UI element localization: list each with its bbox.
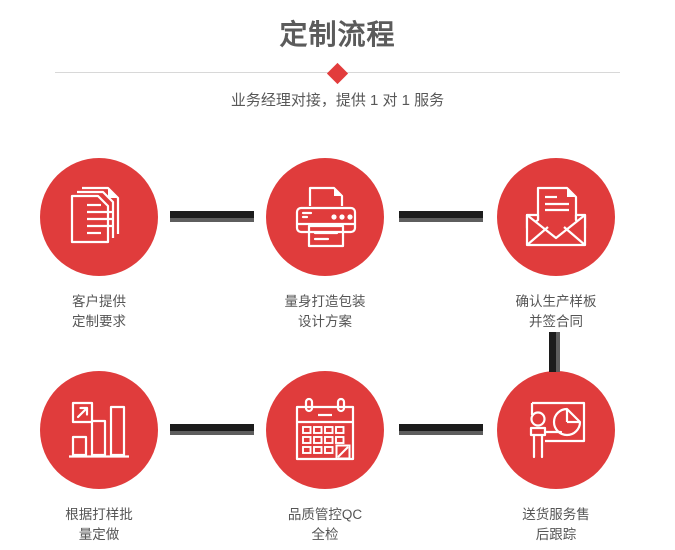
process-step-3: 确认生产样板 并签合同	[476, 158, 636, 332]
process-step-6: 送货服务售 后跟踪	[476, 371, 636, 545]
step-4-icon-circle	[40, 371, 158, 489]
page-title: 定制流程	[279, 19, 396, 50]
connector-bar-light	[399, 431, 483, 435]
step-4-label: 根据打样批 量定做	[65, 507, 133, 542]
connector-bar-light	[170, 218, 254, 222]
step-6-label: 送货服务售 后跟踪	[522, 507, 590, 542]
printer-icon	[295, 186, 357, 248]
connector-bar-dark	[170, 424, 254, 431]
connector-bar-dark	[399, 424, 483, 431]
connector-step4-step5	[170, 424, 254, 435]
step-6-icon-circle	[497, 371, 615, 489]
calendar-check-icon	[295, 397, 355, 461]
connector-step1-step2	[170, 211, 254, 222]
step-2-label: 量身打造包装 设计方案	[284, 294, 366, 329]
connector-bar-light	[556, 332, 560, 372]
connector-bar-light	[399, 218, 483, 222]
header: 定制流程 业务经理对接，提供 1 对 1 服务	[0, 0, 675, 130]
process-step-1: 客户提供 定制要求	[19, 158, 179, 332]
connector-step3-step6	[549, 332, 560, 372]
step-3-icon-circle	[497, 158, 615, 276]
step-1-icon-circle	[40, 158, 158, 276]
bar-chart-growth-icon	[69, 401, 129, 458]
connector-bar-dark	[399, 211, 483, 218]
page-subtitle: 业务经理对接，提供 1 对 1 服务	[230, 92, 445, 109]
connector-step5-step6	[399, 424, 483, 435]
process-step-2: 量身打造包装 设计方案	[245, 158, 405, 332]
documents-stack-icon	[70, 186, 120, 244]
step-3-label: 确认生产样板 并签合同	[515, 294, 597, 329]
step-2-icon-circle	[266, 158, 384, 276]
process-step-5: 品质管控QC 全检	[245, 371, 405, 545]
envelope-document-icon	[525, 186, 587, 247]
connector-bar-light	[170, 431, 254, 435]
step-1-label: 客户提供 定制要求	[72, 294, 126, 329]
step-5-icon-circle	[266, 371, 384, 489]
process-step-4: 根据打样批 量定做	[19, 371, 179, 545]
connector-bar-dark	[549, 332, 556, 372]
title-divider	[55, 62, 620, 84]
presenter-pie-chart-icon	[529, 401, 586, 459]
step-5-label: 品质管控QC 全检	[287, 507, 363, 542]
connector-step2-step3	[399, 211, 483, 222]
connector-bar-dark	[170, 211, 254, 218]
